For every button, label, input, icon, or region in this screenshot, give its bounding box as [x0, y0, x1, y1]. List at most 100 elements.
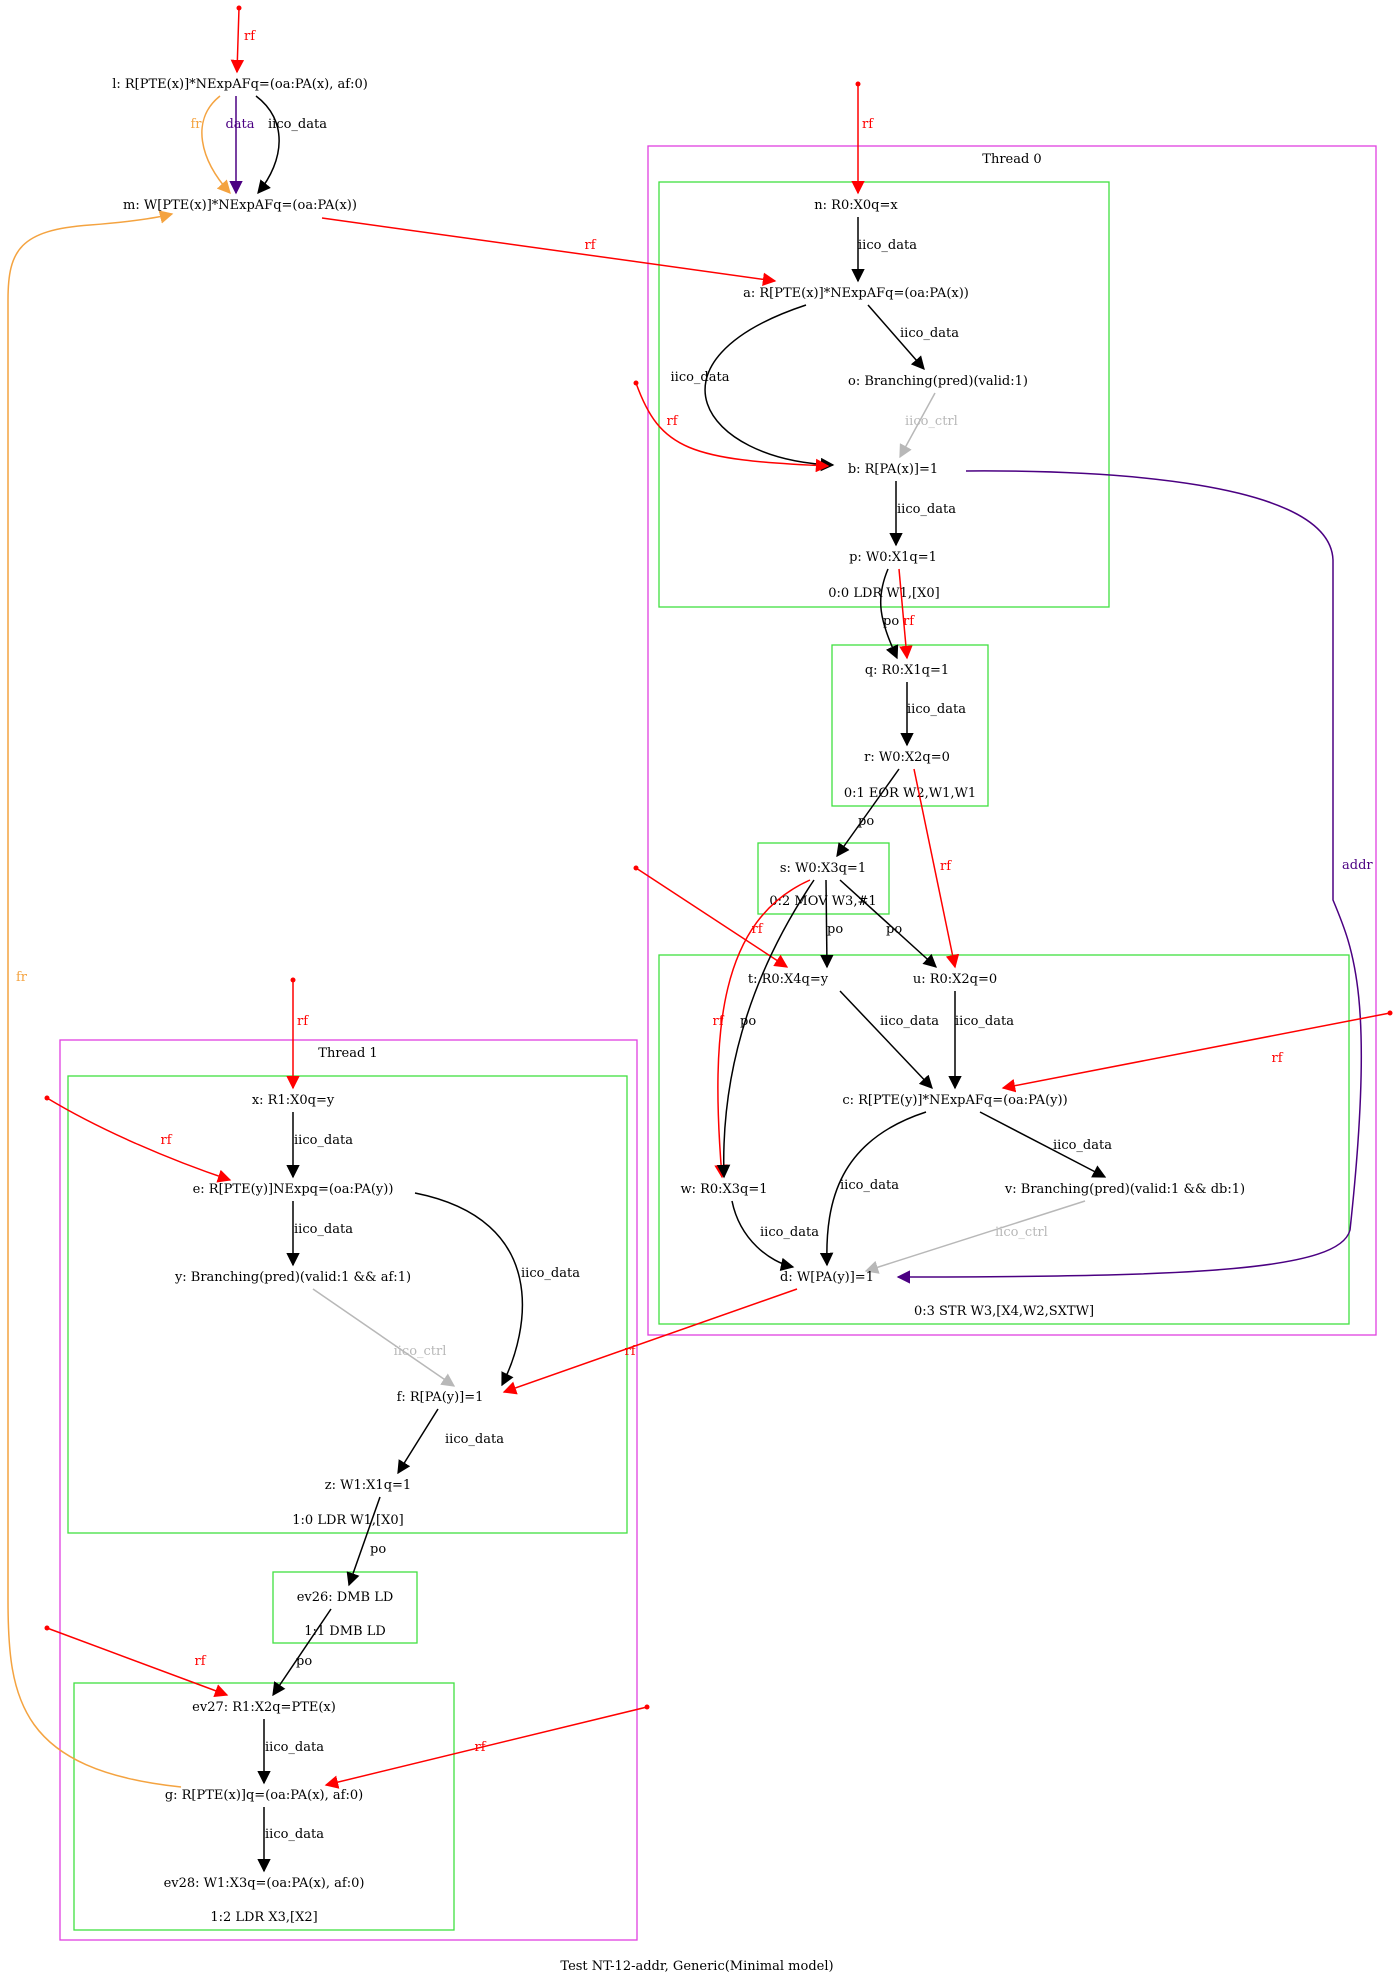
t0-instr3-title: 0:3 STR W3,[X4,W2,SXTW] [914, 1304, 1094, 1319]
edge-e-to-f-default: iico_data [414, 1192, 580, 1387]
edge-label: po [886, 922, 902, 937]
edge-line [979, 1111, 1107, 1178]
edge-e-to-y-default: iico_data [286, 1201, 353, 1267]
edge-label: rf [903, 614, 915, 629]
edge-line [46, 1627, 229, 1698]
event-node-r: r: W0:X2q=0 [864, 750, 950, 765]
t1-instr2-title: 1:2 LDR X3,[X2] [210, 1910, 317, 1925]
edge-label: iico_data [294, 1222, 353, 1237]
edge-o-to-b-iico_ctrl: iico_ctrl [899, 392, 958, 459]
edge-line [635, 382, 830, 473]
t1-instr0-title: 1:0 LDR W1,[X0] [292, 1513, 403, 1528]
edge-g-to-ev28-default: iico_data [257, 1807, 324, 1873]
edge-line [879, 568, 899, 660]
edge-line [321, 217, 777, 287]
event-node-n: n: R0:X0q=x [814, 198, 898, 213]
edge-s-to-t-default: po [820, 879, 843, 969]
edge-label: iico_data [265, 1740, 324, 1755]
initial-state-dot [855, 81, 861, 87]
t0-instr1-cluster: 0:1 EOR W2,W1,W1 [831, 644, 989, 807]
initial-state-dot [290, 977, 296, 983]
t1-instr1-cluster: 1:1 DMB LD [272, 1571, 418, 1644]
edge-label: iico_data [1053, 1138, 1112, 1153]
edge-label: iico_data [294, 1133, 353, 1148]
edge-init-to-b-rf: rf [635, 382, 830, 473]
initial-state-dot [236, 5, 242, 11]
edge-init-to-x-rf: rf [286, 980, 309, 1090]
edge-label: iico_data [760, 1225, 819, 1240]
edge-line [46, 1097, 232, 1183]
event-node-e: e: R[PTE(y)]NExpq=(oa:PA(y)) [193, 1182, 394, 1197]
edge-s-to-w-rf: rf [712, 879, 811, 1179]
event-node-o: o: Branching(pred)(valid:1) [848, 374, 1028, 389]
edge-a-to-o-default: iico_data [867, 304, 959, 371]
edge-b-to-p-default: iico_data [889, 481, 956, 547]
edge-label: addr [1342, 858, 1373, 873]
edge-label: po [370, 1542, 386, 1557]
edge-line [839, 879, 938, 968]
t0-instr3-cluster: 0:3 STR W3,[X4,W2,SXTW] [658, 954, 1350, 1325]
edge-label: po [740, 1014, 756, 1029]
edge-label: iico_data [858, 238, 917, 253]
edge-line [272, 1608, 332, 1697]
event-node-y: y: Branching(pred)(valid:1 && af:1) [174, 1270, 411, 1285]
initial-state-dot [44, 1095, 50, 1101]
edge-label: rf [862, 117, 874, 132]
edge-line [635, 867, 789, 968]
t1-instr1-title: 1:1 DMB LD [304, 1624, 386, 1639]
edge-v-to-d-iico_ctrl: iico_ctrl [864, 1200, 1086, 1274]
edge-line [312, 1288, 456, 1387]
edge-a-to-b-default: iico_data [671, 304, 835, 472]
thread1-title: Thread 1 [318, 1046, 377, 1061]
edge-label: data [225, 117, 254, 132]
edge-c-to-d-default: iico_data [819, 1111, 927, 1267]
edge-n-to-a-default: iico_data [851, 217, 917, 283]
edge-label: rf [712, 1014, 724, 1029]
edge-line [839, 990, 933, 1089]
edge-line [230, 7, 245, 74]
edge-line [913, 768, 960, 969]
initial-state-dot [644, 1704, 650, 1710]
edge-line [899, 392, 936, 459]
initial-state-dot [633, 380, 639, 386]
event-node-a: a: R[PTE(x)]*NExpAFq=(oa:PA(x)) [743, 286, 969, 301]
edge-b-to-d-addr: addr [896, 470, 1373, 1284]
edge-l-to-m-fr: fr [190, 95, 231, 194]
edge-z-to-ev26-default: po [346, 1496, 386, 1587]
t0-instr2-cluster: 0:2 MOV W3,#1 [757, 842, 890, 915]
edge-u-to-c-default: iico_data [948, 991, 1014, 1090]
edge-line [201, 95, 231, 194]
event-node-ev26: ev26: DMB LD [297, 1590, 394, 1605]
edge-f-to-z-default: iico_data [397, 1408, 504, 1475]
edge-r-to-u-rf: rf [913, 768, 960, 969]
edge-label: rf [624, 1344, 636, 1359]
event-node-v: v: Branching(pred)(valid:1 && db:1) [1004, 1182, 1245, 1197]
edge-label: po [296, 1654, 312, 1669]
t0-instr1-title: 0:1 EOR W2,W1,W1 [844, 786, 976, 801]
edge-label: rf [194, 1654, 206, 1669]
edge-ev27-to-g-default: iico_data [257, 1719, 324, 1785]
initial-state-dot [1387, 1010, 1393, 1016]
edge-label: po [858, 814, 874, 829]
edge-label: iico_data [445, 1432, 504, 1447]
nodes: l: R[PTE(x)]*NExpAFq=(oa:PA(x), af:0)m: … [112, 77, 1245, 1891]
edge-init-to-n-rf: rf [851, 84, 874, 195]
edge-label: rf [584, 238, 596, 253]
diagram-caption: Test NT-12-addr, Generic(Minimal model) [560, 1959, 833, 1974]
edge-t-to-c-default: iico_data [839, 990, 939, 1089]
event-node-z: z: W1:X1q=1 [325, 1478, 411, 1493]
edge-line [867, 304, 925, 371]
edge-d-to-f-rf: rf [502, 1288, 798, 1395]
edge-line [704, 304, 835, 472]
edge-m-to-a-rf: rf [321, 217, 777, 287]
edge-init-to-g-rf: rf [324, 1706, 648, 1789]
edge-label: rf [297, 1014, 309, 1029]
edge-label: fr [16, 970, 28, 985]
edge-label: iico_data [897, 502, 956, 517]
edge-line [819, 1111, 927, 1267]
edge-label: iico_data [671, 370, 730, 385]
edge-line [324, 1706, 648, 1789]
edge-c-to-v-default: iico_data [979, 1111, 1112, 1178]
